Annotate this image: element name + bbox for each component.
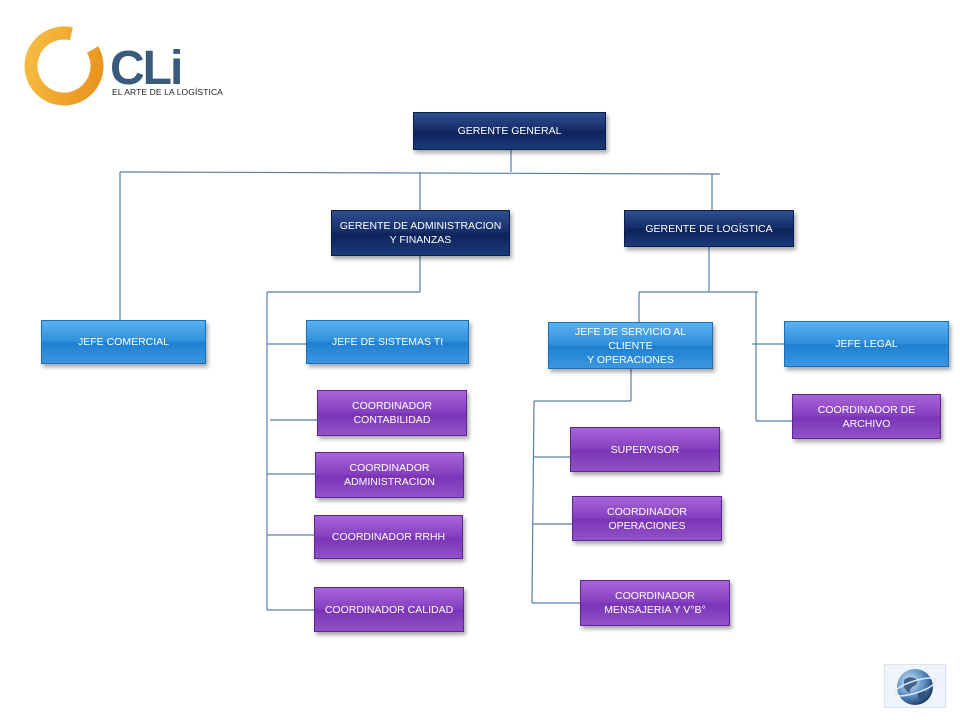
node-coordinador-rrhh: COORDINADOR RRHH	[314, 515, 463, 559]
logo-tagline: EL ARTE DE LA LOGÍSTICA	[112, 87, 223, 97]
globe-icon	[884, 664, 946, 708]
node-gerente-general: GERENTE GENERAL	[413, 112, 606, 150]
node-coordinador-administracion: COORDINADOR ADMINISTRACION	[315, 452, 464, 498]
node-coordinador-calidad: COORDINADOR CALIDAD	[314, 587, 464, 632]
node-jefe-servicio-cliente: JEFE DE SERVICIO AL CLIENTE Y OPERACIONE…	[548, 322, 713, 369]
logo-wordmark: CLi	[110, 42, 181, 95]
node-label-line2: MENSAJERIA Y V°B°	[604, 604, 706, 616]
company-logo: CLi	[24, 26, 183, 106]
node-supervisor: SUPERVISOR	[570, 427, 720, 472]
node-label-line1: COORDINADOR	[352, 400, 432, 412]
node-jefe-comercial: JEFE COMERCIAL	[41, 320, 206, 364]
node-label-line2: Y FINANZAS	[389, 234, 452, 246]
node-label: JEFE COMERCIAL	[77, 336, 169, 348]
node-label-line2: OPERACIONES	[608, 519, 686, 532]
node-label-line2: ADMINISTRACION	[343, 476, 435, 488]
node-label-line1: COORDINADOR	[615, 590, 695, 602]
node-label-line1: COORDINADOR	[607, 505, 687, 518]
node-label-line1: COORDINADOR	[349, 462, 430, 474]
node-label-line2: CONTABILIDAD	[353, 414, 431, 426]
node-coordinador-contabilidad: COORDINADOR CONTABILIDAD	[317, 390, 467, 436]
node-label: COORDINADOR CALIDAD	[324, 603, 454, 616]
node-label: SUPERVISOR	[610, 443, 680, 456]
node-jefe-sistemas: JEFE DE SISTEMAS TI	[306, 320, 469, 364]
node-label-line1: GERENTE DE ADMINISTRACION	[339, 220, 502, 232]
node-gerente-logistica: GERENTE DE LOGÍSTICA	[624, 210, 794, 247]
node-jefe-legal: JEFE LEGAL	[784, 321, 949, 367]
node-label-line1: JEFE DE SERVICIO AL CLIENTE	[574, 325, 687, 352]
node-label: GERENTE DE LOGÍSTICA	[645, 222, 773, 235]
node-label: JEFE LEGAL	[835, 338, 898, 350]
node-label: JEFE DE SISTEMAS TI	[331, 336, 444, 348]
node-label-line2: ARCHIVO	[842, 417, 891, 430]
node-label-line2: Y OPERACIONES	[587, 353, 674, 366]
node-coordinador-mensajeria: COORDINADOR MENSAJERIA Y V°B°	[580, 580, 730, 626]
node-gerente-administracion: GERENTE DE ADMINISTRACION Y FINANZAS	[331, 210, 510, 256]
node-label-line1: COORDINADOR DE	[817, 403, 916, 416]
logo-ring-icon	[24, 26, 104, 106]
node-coordinador-operaciones: COORDINADOR OPERACIONES	[572, 496, 722, 541]
node-label: GERENTE GENERAL	[457, 125, 562, 137]
node-label: COORDINADOR RRHH	[331, 531, 446, 543]
node-coordinador-archivo: COORDINADOR DE ARCHIVO	[792, 394, 941, 439]
